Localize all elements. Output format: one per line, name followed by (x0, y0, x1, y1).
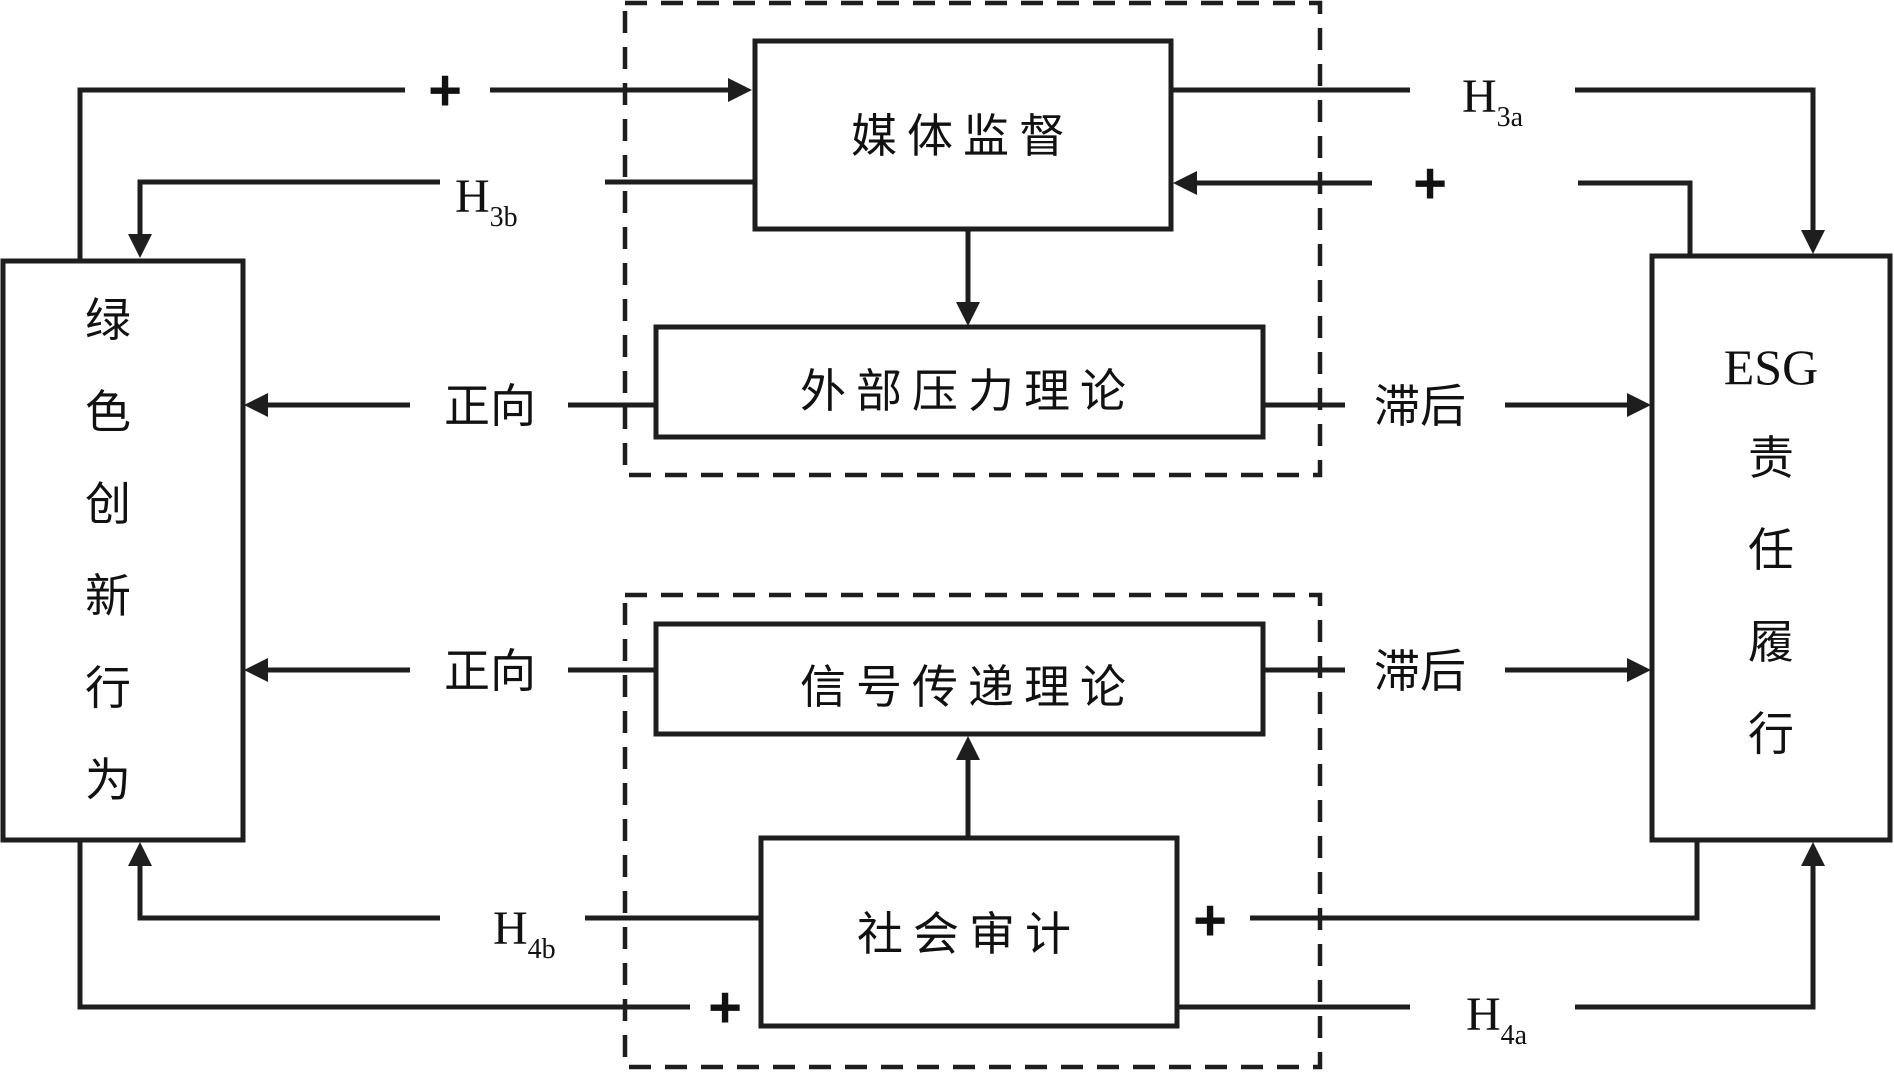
node-char: 新 (85, 569, 131, 623)
arrowhead-icon (956, 736, 980, 760)
arrowhead-icon (1801, 230, 1825, 254)
edge-media-to-esg-h3a (1171, 87, 1825, 254)
plus-sign-esg-to-audit: + (1193, 888, 1227, 953)
plus-sign-esg-to-media: + (1413, 151, 1447, 216)
edge-media-to-green-h3b (128, 179, 755, 258)
edge-audit-to-esg-h4a (1178, 842, 1825, 1010)
edge-audit-to-signal (956, 736, 980, 838)
node-esg-responsibility: ESG 责 任 履 行 (1649, 253, 1893, 843)
hypothesis-h4b: H4b (493, 902, 556, 965)
label-positive-bottom: 正向 (444, 644, 536, 698)
arrowhead-icon (1801, 842, 1825, 866)
node-char: 履 (1748, 615, 1794, 669)
edge-external-to-esg-lag (1263, 393, 1651, 417)
hypothesis-h3b: H3b (455, 170, 518, 233)
node-media-supervision: 媒体监督 (752, 38, 1174, 232)
hypothesis-h3a: H3a (1462, 70, 1524, 133)
hypothesis-h4a: H4a (1466, 988, 1528, 1051)
arrowhead-icon (1627, 658, 1651, 682)
edge-signal-to-green-positive (244, 658, 656, 682)
node-label: 信号传递理论 (800, 660, 1136, 714)
node-char: 行 (85, 661, 131, 715)
edge-media-to-external-pressure (956, 229, 980, 326)
edge-esg-to-media (1173, 171, 1693, 255)
node-char: 行 (1748, 707, 1794, 761)
node-char: 绿 (85, 293, 131, 347)
arrowhead-icon (728, 78, 752, 102)
node-char: 责 (1748, 431, 1794, 485)
plus-sign-green-to-media: + (428, 58, 462, 123)
node-social-audit: 社会审计 (758, 835, 1180, 1029)
label-positive-top: 正向 (444, 379, 536, 433)
arrowhead-icon (1627, 393, 1651, 417)
node-green-innovation: 绿 色 创 新 行 为 (0, 258, 246, 843)
arrowhead-icon (128, 234, 152, 258)
arrowhead-icon (1173, 171, 1197, 195)
node-char: 任 (1748, 523, 1794, 577)
edge-esg-to-audit (1250, 842, 1700, 921)
label-lag-top: 滞后 (1374, 379, 1466, 433)
edge-external-to-green-positive (244, 393, 656, 417)
media-group-dashed-frame (622, 0, 1323, 478)
node-esg-prefix: ESG (1724, 339, 1818, 395)
arrowhead-icon (244, 393, 268, 417)
node-signal-theory: 信号传递理论 (653, 621, 1266, 737)
arrowhead-icon (956, 302, 980, 326)
arrowhead-icon (244, 658, 268, 682)
edge-green-to-media (77, 78, 752, 260)
node-char: 创 (85, 477, 131, 531)
plus-sign-green-to-audit: + (708, 975, 742, 1040)
edge-green-to-audit (77, 840, 690, 1010)
node-label: 媒体监督 (851, 109, 1075, 163)
label-lag-bottom: 滞后 (1374, 644, 1466, 698)
node-label: 外部压力理论 (800, 364, 1136, 418)
audit-group-dashed-frame (622, 592, 1323, 1070)
node-external-pressure-theory: 外部压力理论 (653, 324, 1266, 440)
node-char: 色 (85, 385, 131, 439)
node-char: 为 (85, 753, 131, 807)
node-label: 社会审计 (857, 907, 1081, 961)
edge-audit-to-green-h4b (128, 842, 760, 921)
arrowhead-icon (128, 842, 152, 866)
edge-signal-to-esg-lag (1263, 658, 1651, 682)
